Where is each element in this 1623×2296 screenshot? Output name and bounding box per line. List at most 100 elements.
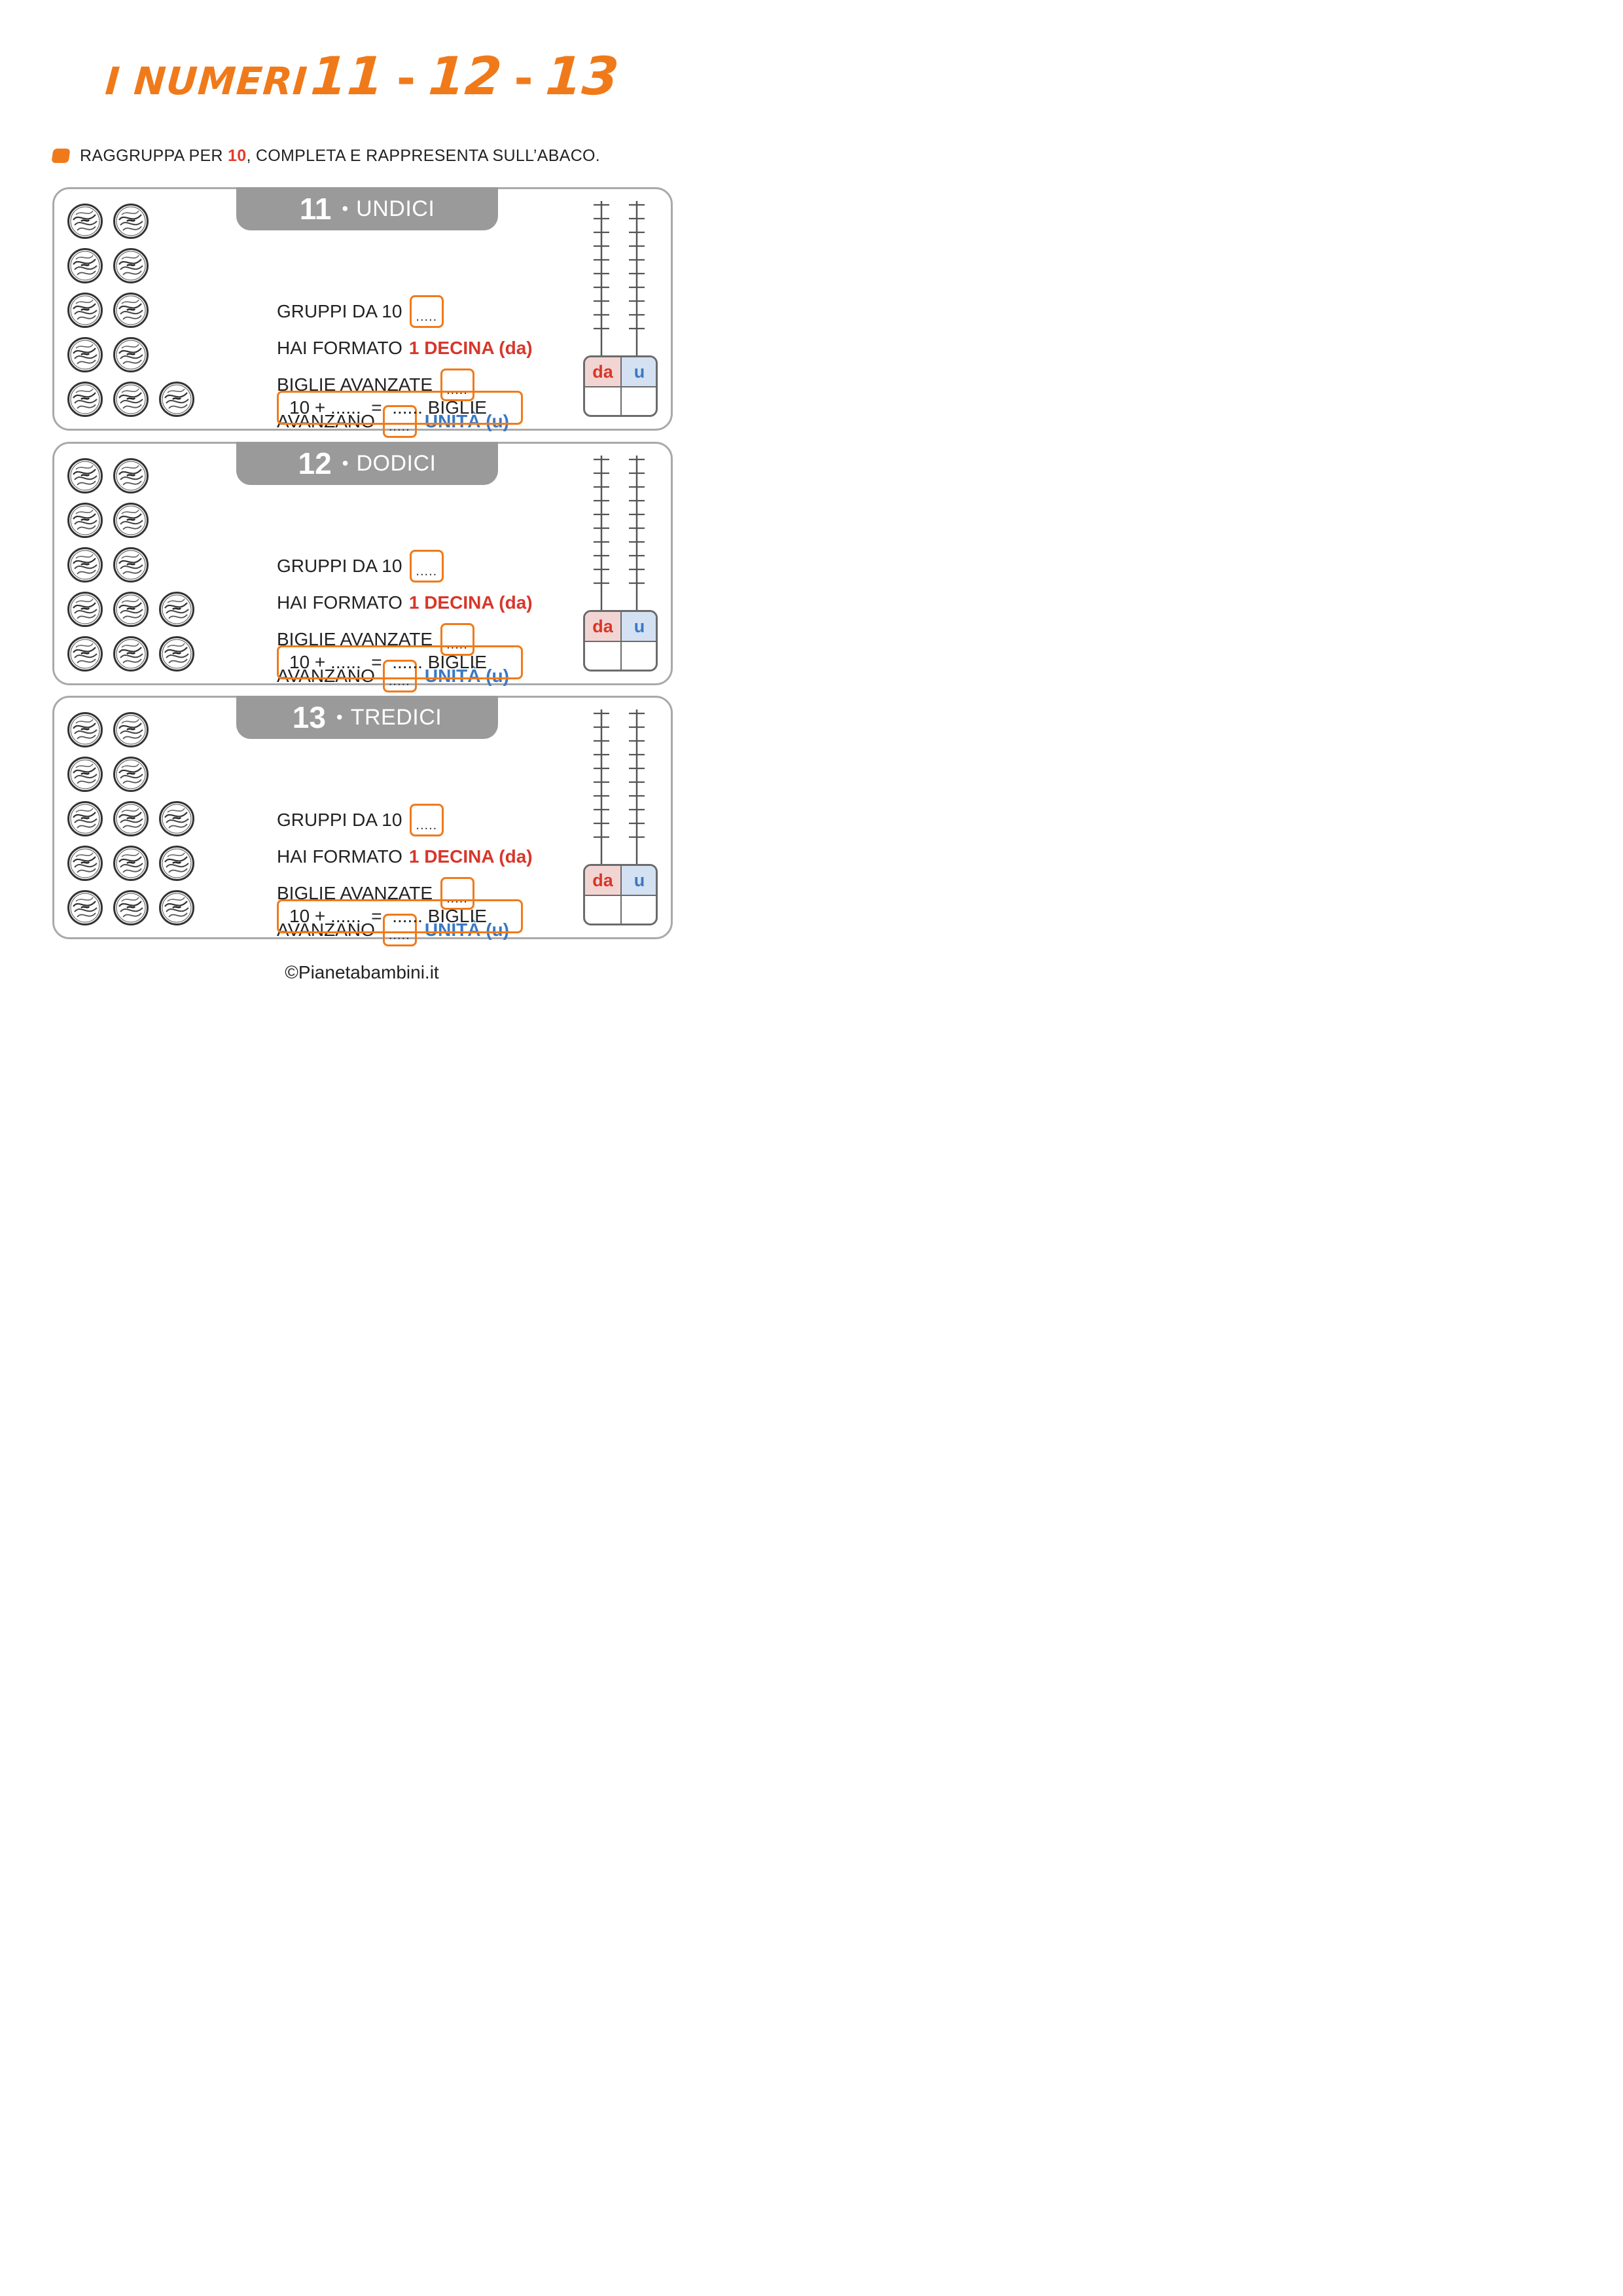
card-number-word: TREDICI — [350, 704, 442, 730]
remain-row: AVANZANO.....UNITÀ (u) — [277, 660, 509, 692]
card-header: 13 • TREDICI — [236, 696, 498, 739]
title-number-12: 12 — [426, 46, 504, 107]
marble-icon — [67, 503, 103, 538]
answer-box[interactable]: ..... — [440, 368, 475, 401]
answer-box[interactable]: ..... — [440, 623, 475, 656]
abacus-rods — [594, 709, 645, 864]
marble-icon — [113, 458, 149, 493]
title-separator: - — [396, 52, 416, 105]
formed-label: HAI FORMATO — [277, 338, 402, 358]
tens-header: da — [585, 866, 620, 895]
number-card-12: 12•DODICI GRUPPI DA 10..... HAI FORMATO 1 D… — [52, 442, 673, 692]
tens-value: 1 DECINA (da) — [408, 846, 533, 867]
tens-header: da — [585, 612, 620, 641]
answer-box[interactable]: ..... — [410, 550, 444, 583]
answer-box[interactable]: ..... — [410, 804, 444, 836]
equation-box[interactable]: 10 + ...... = ...... BIGLIE — [277, 645, 523, 679]
units-header: u — [622, 357, 656, 386]
marble-icon — [67, 890, 103, 925]
marble-icon — [113, 757, 149, 792]
marble-icon — [67, 636, 103, 672]
marble-group — [67, 204, 211, 420]
marble-icon — [159, 890, 194, 925]
footer-credit: ©Pianetabambini.it — [285, 962, 439, 982]
bullet-dot: • — [336, 707, 343, 727]
units-header: u — [622, 612, 656, 641]
card-number-word: UNDICI — [356, 196, 435, 221]
marble-icon — [67, 846, 103, 881]
tens-value: 1 DECINA (da) — [408, 338, 533, 358]
marble-icon — [159, 592, 194, 627]
title-number-13: 13 — [543, 46, 621, 107]
card-number: 11 — [299, 192, 332, 226]
abacus-rods — [594, 456, 645, 610]
marble-icon — [113, 503, 149, 538]
marble-icon — [67, 712, 103, 747]
card-number-word: DODICI — [356, 450, 437, 476]
card-header: 12•DODICI — [236, 442, 498, 485]
marble-icon — [113, 801, 149, 836]
marble-icon — [113, 712, 149, 747]
marble-icon — [67, 337, 103, 372]
units-label: UNITÀ (u) — [424, 666, 509, 686]
marble-icon — [113, 337, 149, 372]
marble-icon — [113, 547, 149, 583]
equation-text: 10 + ...... = ...... BIGLIE — [289, 652, 487, 672]
answer-box[interactable]: ..... — [410, 295, 444, 328]
marble-icon — [67, 458, 103, 493]
marble-icon — [67, 293, 103, 328]
formed-label: HAI FORMATO — [277, 592, 402, 613]
equation-text: 10 + ...... = ...... BIGLIE — [289, 906, 487, 926]
formed-row: HAI FORMATO 1 DECINA (da) — [277, 586, 533, 619]
marble-icon — [113, 293, 149, 328]
marble-icon — [67, 757, 103, 792]
marble-icon — [159, 846, 194, 881]
marble-group — [67, 712, 211, 928]
marble-icon — [159, 801, 194, 836]
groups-row: GRUPPI DA 10..... — [277, 295, 444, 328]
groups-label: GRUPPI DA 10 — [277, 301, 402, 321]
card-header: 11 • UNDICI — [236, 187, 498, 230]
marble-icon — [67, 204, 103, 239]
remain-label: AVANZANO — [277, 920, 375, 940]
groups-row: GRUPPI DA 10..... — [277, 804, 444, 836]
equation-text: 10 + ...... = ...... BIGLIE — [289, 397, 487, 418]
instruction: RAGGRUPPA PER 10, COMPLETA E RAPPRESENTA… — [51, 143, 601, 169]
instruction-text: , COMPLETA E RAPPRESENTA SULL’ABACO. — [246, 146, 601, 165]
answer-box[interactable]: ..... — [440, 877, 475, 910]
bullet-dot: • — [342, 198, 349, 219]
marble-icon — [113, 382, 149, 417]
card-number: 13 — [292, 700, 326, 734]
marble-icon — [113, 592, 149, 627]
units-label: UNITÀ (u) — [424, 920, 509, 940]
equation-box[interactable]: 10 + ...... = ...... BIGLIE — [277, 899, 523, 933]
marble-icon — [67, 547, 103, 583]
instruction-text: RAGGRUPPA PER — [80, 146, 228, 165]
marble-icon — [113, 248, 149, 283]
remain-label: AVANZANO — [277, 666, 375, 686]
title-separator: - — [514, 52, 533, 105]
groups-label: GRUPPI DA 10 — [277, 810, 402, 830]
marble-group — [67, 458, 211, 674]
groups-label: GRUPPI DA 10 — [277, 556, 402, 576]
bullet-icon — [51, 149, 71, 163]
equation-box[interactable]: 10 + ...... = ...... BIGLIE — [277, 391, 523, 425]
card-number: 12 — [298, 446, 332, 480]
marble-icon — [113, 204, 149, 239]
remain-row: AVANZANO.....UNITÀ (u) — [277, 914, 509, 946]
tens-value: 1 DECINA (da) — [408, 592, 533, 613]
units-header: u — [622, 866, 656, 895]
units-label: UNITÀ (u) — [424, 411, 509, 431]
title-word: I NUMERI — [103, 59, 309, 103]
marble-icon — [113, 846, 149, 881]
page-title: I NUMERI 11 - 12 - 13 — [0, 46, 724, 111]
marble-icon — [113, 890, 149, 925]
remain-label: AVANZANO — [277, 411, 375, 431]
